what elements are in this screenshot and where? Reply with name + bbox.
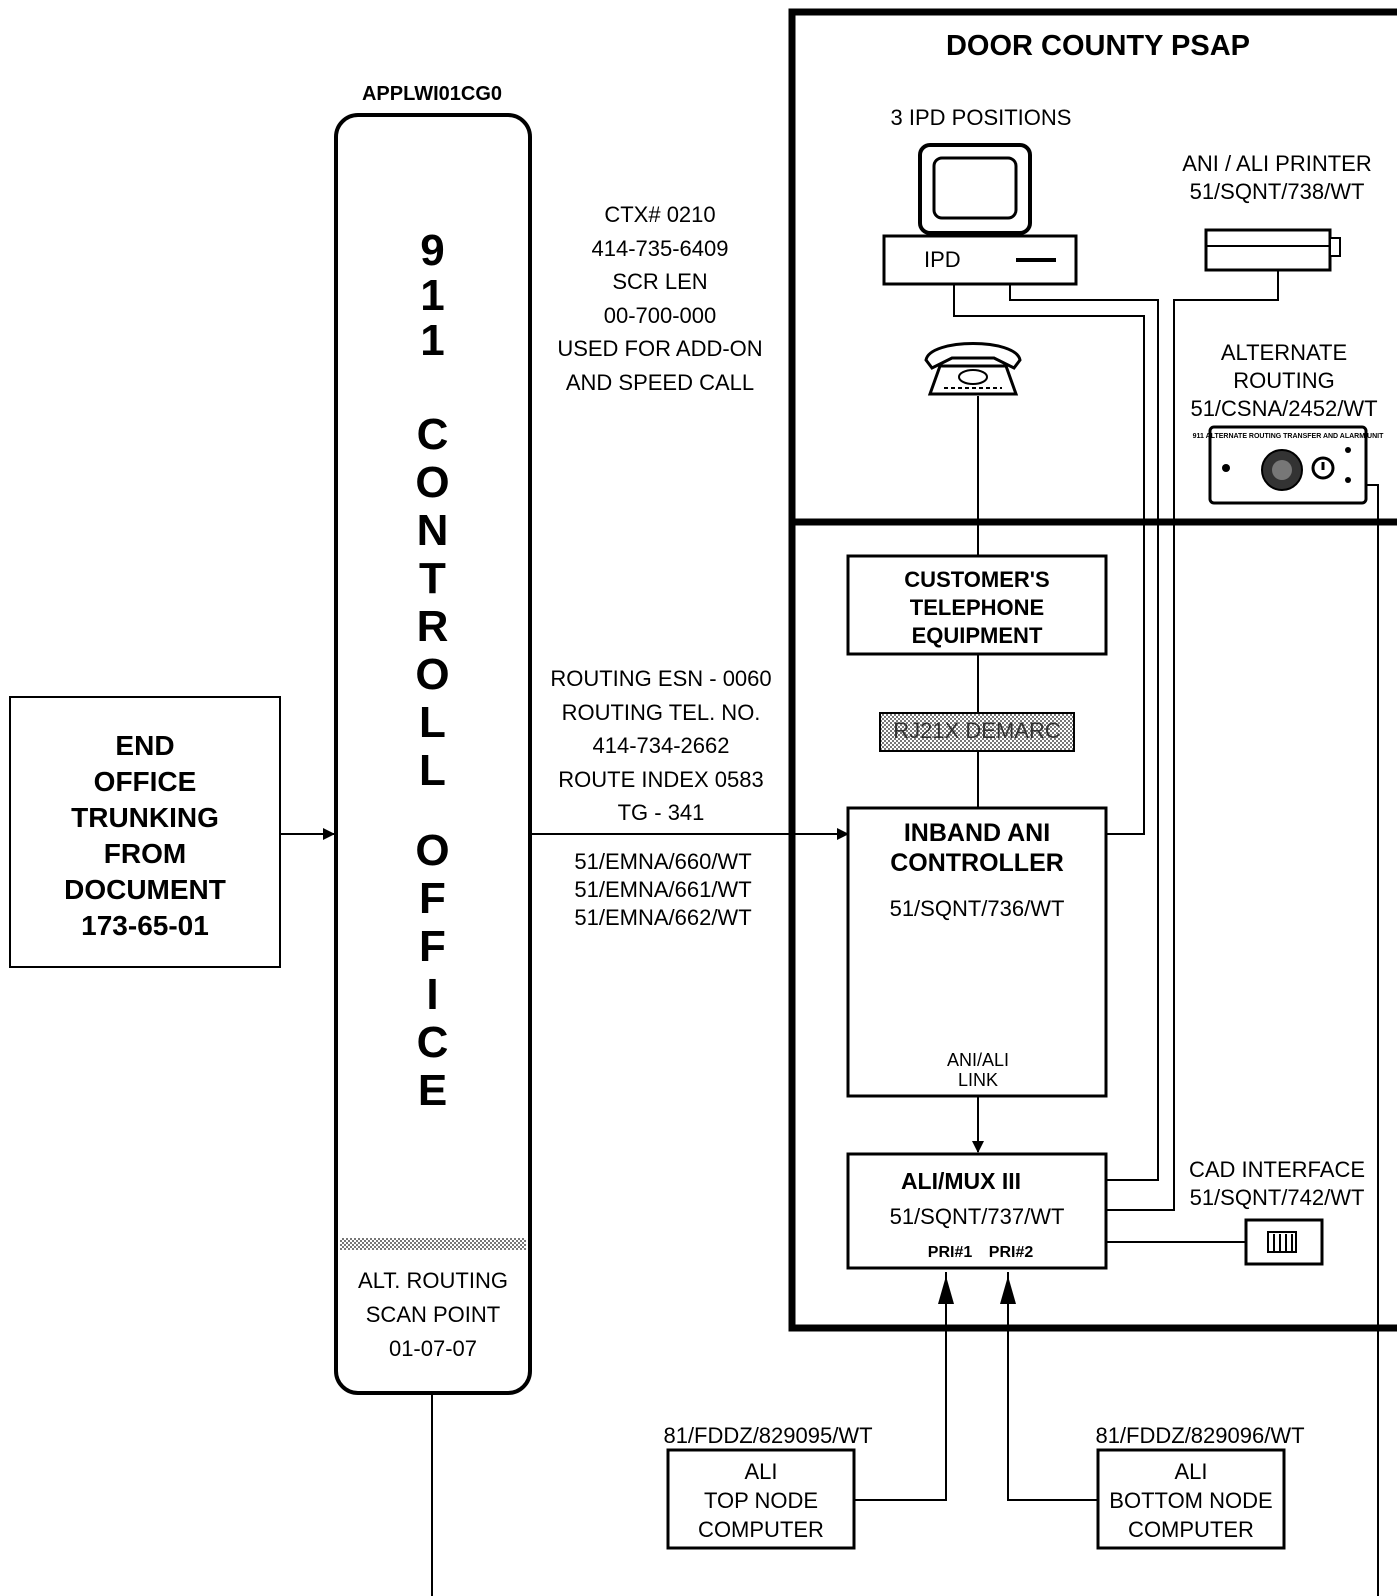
demarc-label: RJ21X DEMARC xyxy=(893,718,1061,743)
pri2-label: PRI#2 xyxy=(988,1244,1034,1261)
cte-line: EQUIPMENT xyxy=(911,623,1043,648)
cad-interface-icon xyxy=(1244,1218,1324,1266)
alimux-circuit: 51/SQNT/737/WT xyxy=(889,1204,1065,1229)
psap-title: DOOR COUNTY PSAP xyxy=(945,30,1251,62)
telephone-icon xyxy=(924,342,1022,396)
trunk-circuits-label: 51/EMNA/660/WT 51/EMNA/661/WT 51/EMNA/66… xyxy=(574,848,751,932)
co-title-911-text: 911 xyxy=(408,226,457,361)
co-title-office: OFFICE xyxy=(408,826,457,1114)
ani-controller-title-line: CONTROLLER xyxy=(890,849,1064,877)
pri2-arrowhead xyxy=(1000,1276,1016,1304)
connection-lines xyxy=(854,270,1379,1596)
co-clli-label: APPLWI01CG0 xyxy=(361,83,503,105)
trunk-circuit-line: 51/EMNA/660/WT xyxy=(574,849,752,874)
ctx-info-line: CTX# 0210 xyxy=(604,202,716,227)
end-office-line: END xyxy=(115,730,175,761)
co-alt-routing-line: ALT. ROUTING xyxy=(358,1268,508,1293)
ctx-info-label: CTX# 0210 414-735-6409 SCR LEN 00-700-00… xyxy=(557,198,762,399)
ali-top-line: TOP NODE xyxy=(703,1488,819,1513)
co-title-controll-text: CONTROLL xyxy=(408,410,457,794)
ani-ali-link-line: LINK xyxy=(957,1070,999,1090)
ali-bottom-line: ALI xyxy=(1174,1459,1208,1484)
printer-line: ANI / ALI PRINTER xyxy=(1182,151,1372,176)
routing-info-line: ROUTING ESN - 0060 xyxy=(550,666,772,691)
cte-line: TELEPHONE xyxy=(909,595,1045,620)
end-office-line: OFFICE xyxy=(93,766,197,797)
printer-label: ANI / ALI PRINTER 51/SQNT/738/WT xyxy=(1182,150,1372,206)
cte-line: CUSTOMER'S xyxy=(904,567,1050,592)
pri1-arrowhead xyxy=(938,1276,954,1304)
end-office-line: TRUNKING xyxy=(71,802,219,833)
printer-icon xyxy=(1204,228,1341,272)
end-office-line: DOCUMENT xyxy=(64,874,226,905)
routing-info-line: ROUTING TEL. NO. xyxy=(561,699,761,725)
ipd-monitor-icon xyxy=(882,143,1078,286)
alimux-title: ALI/MUX III xyxy=(900,1168,1022,1194)
end-office-box xyxy=(9,696,281,968)
ctx-info-line: 414-735-6409 xyxy=(591,235,729,261)
ali-top-label: ALI TOP NODE COMPUTER xyxy=(698,1457,824,1544)
co-title-office-text: OFFICE xyxy=(408,826,457,1114)
ipd-label: IPD xyxy=(924,247,961,272)
ani-controller-title: INBAND ANI CONTROLLER xyxy=(890,818,1064,878)
ali-bottom-circuit: 81/FDDZ/829096/WT xyxy=(1095,1423,1305,1448)
trunk-circuit-line: 51/EMNA/662/WT xyxy=(574,905,752,930)
end-office-label: END OFFICE TRUNKING FROM DOCUMENT 173-65… xyxy=(64,728,226,944)
alt-routing-unit-icon xyxy=(1208,425,1368,505)
co-title-911: 911 xyxy=(408,226,457,361)
ani-ali-link-line: ANI/ALI xyxy=(946,1050,1010,1070)
ctx-info-line: 00-700-000 xyxy=(603,302,717,328)
ani-controller-circuit: 51/SQNT/736/WT xyxy=(889,896,1065,921)
ali-bottom-label: ALI BOTTOM NODE COMPUTER xyxy=(1109,1457,1272,1544)
alt-unit-caption: 911 ALTERNATE ROUTING TRANSFER AND ALARM… xyxy=(1192,433,1384,440)
routing-info-label: ROUTING ESN - 0060 ROUTING TEL. NO. 414-… xyxy=(550,662,771,830)
alt-routing-line: ROUTING xyxy=(1233,368,1335,393)
ipd-positions-label: 3 IPD POSITIONS xyxy=(890,105,1072,130)
scan-point-divider xyxy=(340,1238,526,1250)
ali-top-line: COMPUTER xyxy=(698,1517,824,1542)
trunk-circuit-line: 51/EMNA/661/WT xyxy=(574,877,752,902)
cad-line: CAD INTERFACE xyxy=(1188,1157,1366,1182)
ctx-info-line: USED FOR ADD-ON xyxy=(557,336,763,361)
ali-top-circuit: 81/FDDZ/829095/WT xyxy=(663,1423,873,1448)
ani-ali-link-label: ANI/ALI LINK xyxy=(947,1050,1009,1090)
ali-bottom-line: BOTTOM NODE xyxy=(1109,1488,1273,1513)
end-office-line: 173-65-01 xyxy=(81,910,209,941)
co-alt-routing-label: ALT. ROUTING SCAN POINT 01-07-07 xyxy=(358,1264,508,1366)
pri1-label: PRI#1 xyxy=(927,1244,973,1261)
central-office-box xyxy=(334,113,532,1395)
routing-info-line: TG - 341 xyxy=(617,800,705,825)
alt-routing-line: 51/CSNA/2452/WT xyxy=(1190,396,1378,421)
end-office-line: FROM xyxy=(103,838,187,869)
routing-info-line: 414-734-2662 xyxy=(592,733,730,758)
alt-routing-line: ALTERNATE xyxy=(1220,340,1348,365)
cad-line: 51/SQNT/742/WT xyxy=(1189,1185,1365,1210)
co-alt-routing-line: SCAN POINT xyxy=(365,1302,501,1327)
ali-top-line: ALI xyxy=(744,1459,778,1484)
alt-routing-label: ALTERNATE ROUTING 51/CSNA/2452/WT xyxy=(1190,339,1377,423)
printer-line: 51/SQNT/738/WT xyxy=(1189,179,1365,204)
cte-label: CUSTOMER'S TELEPHONE EQUIPMENT xyxy=(904,566,1049,650)
ctx-info-line: AND SPEED CALL xyxy=(565,369,755,395)
psap-lower-box xyxy=(788,518,1397,1332)
co-title-controll: CONTROLL xyxy=(408,410,457,794)
co-alt-routing-line: 01-07-07 xyxy=(388,1336,478,1361)
ani-controller-title-line: INBAND ANI xyxy=(903,819,1051,847)
ali-bottom-line: COMPUTER xyxy=(1128,1517,1254,1542)
routing-info-line: ROUTE INDEX 0583 xyxy=(558,766,764,792)
ctx-info-line: SCR LEN xyxy=(612,269,708,294)
cad-label: CAD INTERFACE 51/SQNT/742/WT xyxy=(1189,1156,1365,1212)
